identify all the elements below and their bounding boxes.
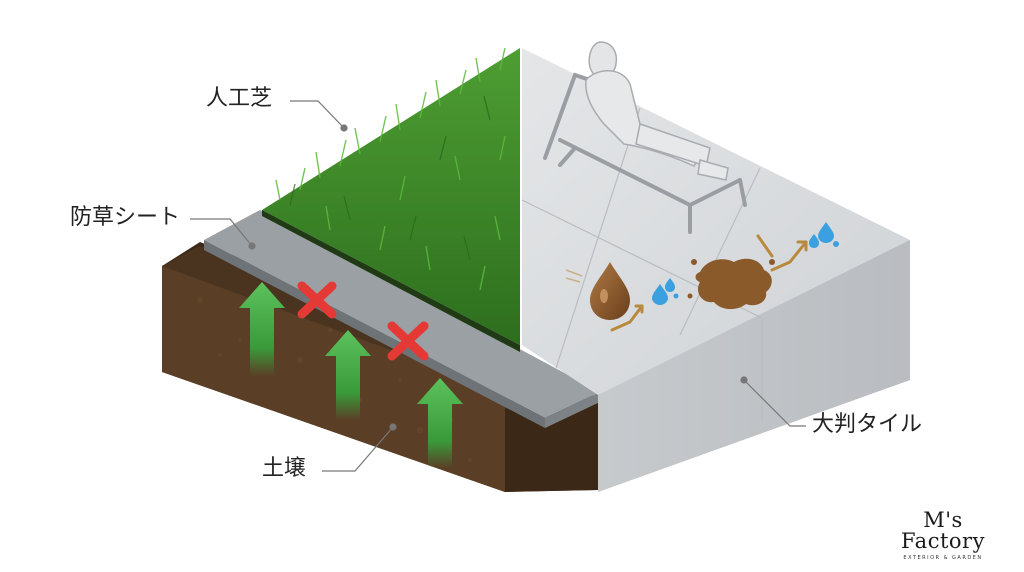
cross-icon (387, 321, 429, 361)
up-arrow-icon (239, 282, 285, 376)
artificial-turf-layer (262, 47, 520, 352)
logo-subtitle: EXTERIOR & GARDEN (903, 555, 983, 561)
brand-logo: M's Factory EXTERIOR & GARDEN (884, 508, 1002, 562)
up-arrow-icon (325, 330, 371, 420)
cross-icon (297, 281, 337, 319)
label-artificial-turf: 人工芝 (206, 86, 273, 111)
oil-drop-icon (565, 262, 630, 320)
label-weed-sheet: 防草シート (70, 205, 181, 230)
mud-splat-icon (687, 258, 775, 310)
up-arrow-icon (417, 378, 463, 468)
label-soil: 土壌 (262, 456, 307, 481)
lounger-person-icon (543, 41, 747, 234)
logo-name: M's Factory (901, 508, 985, 553)
leader-lines (190, 100, 806, 472)
water-splash-icon (610, 222, 839, 332)
weed-sheet-layer (204, 210, 600, 428)
label-large-tile: 大判タイル (812, 412, 923, 437)
